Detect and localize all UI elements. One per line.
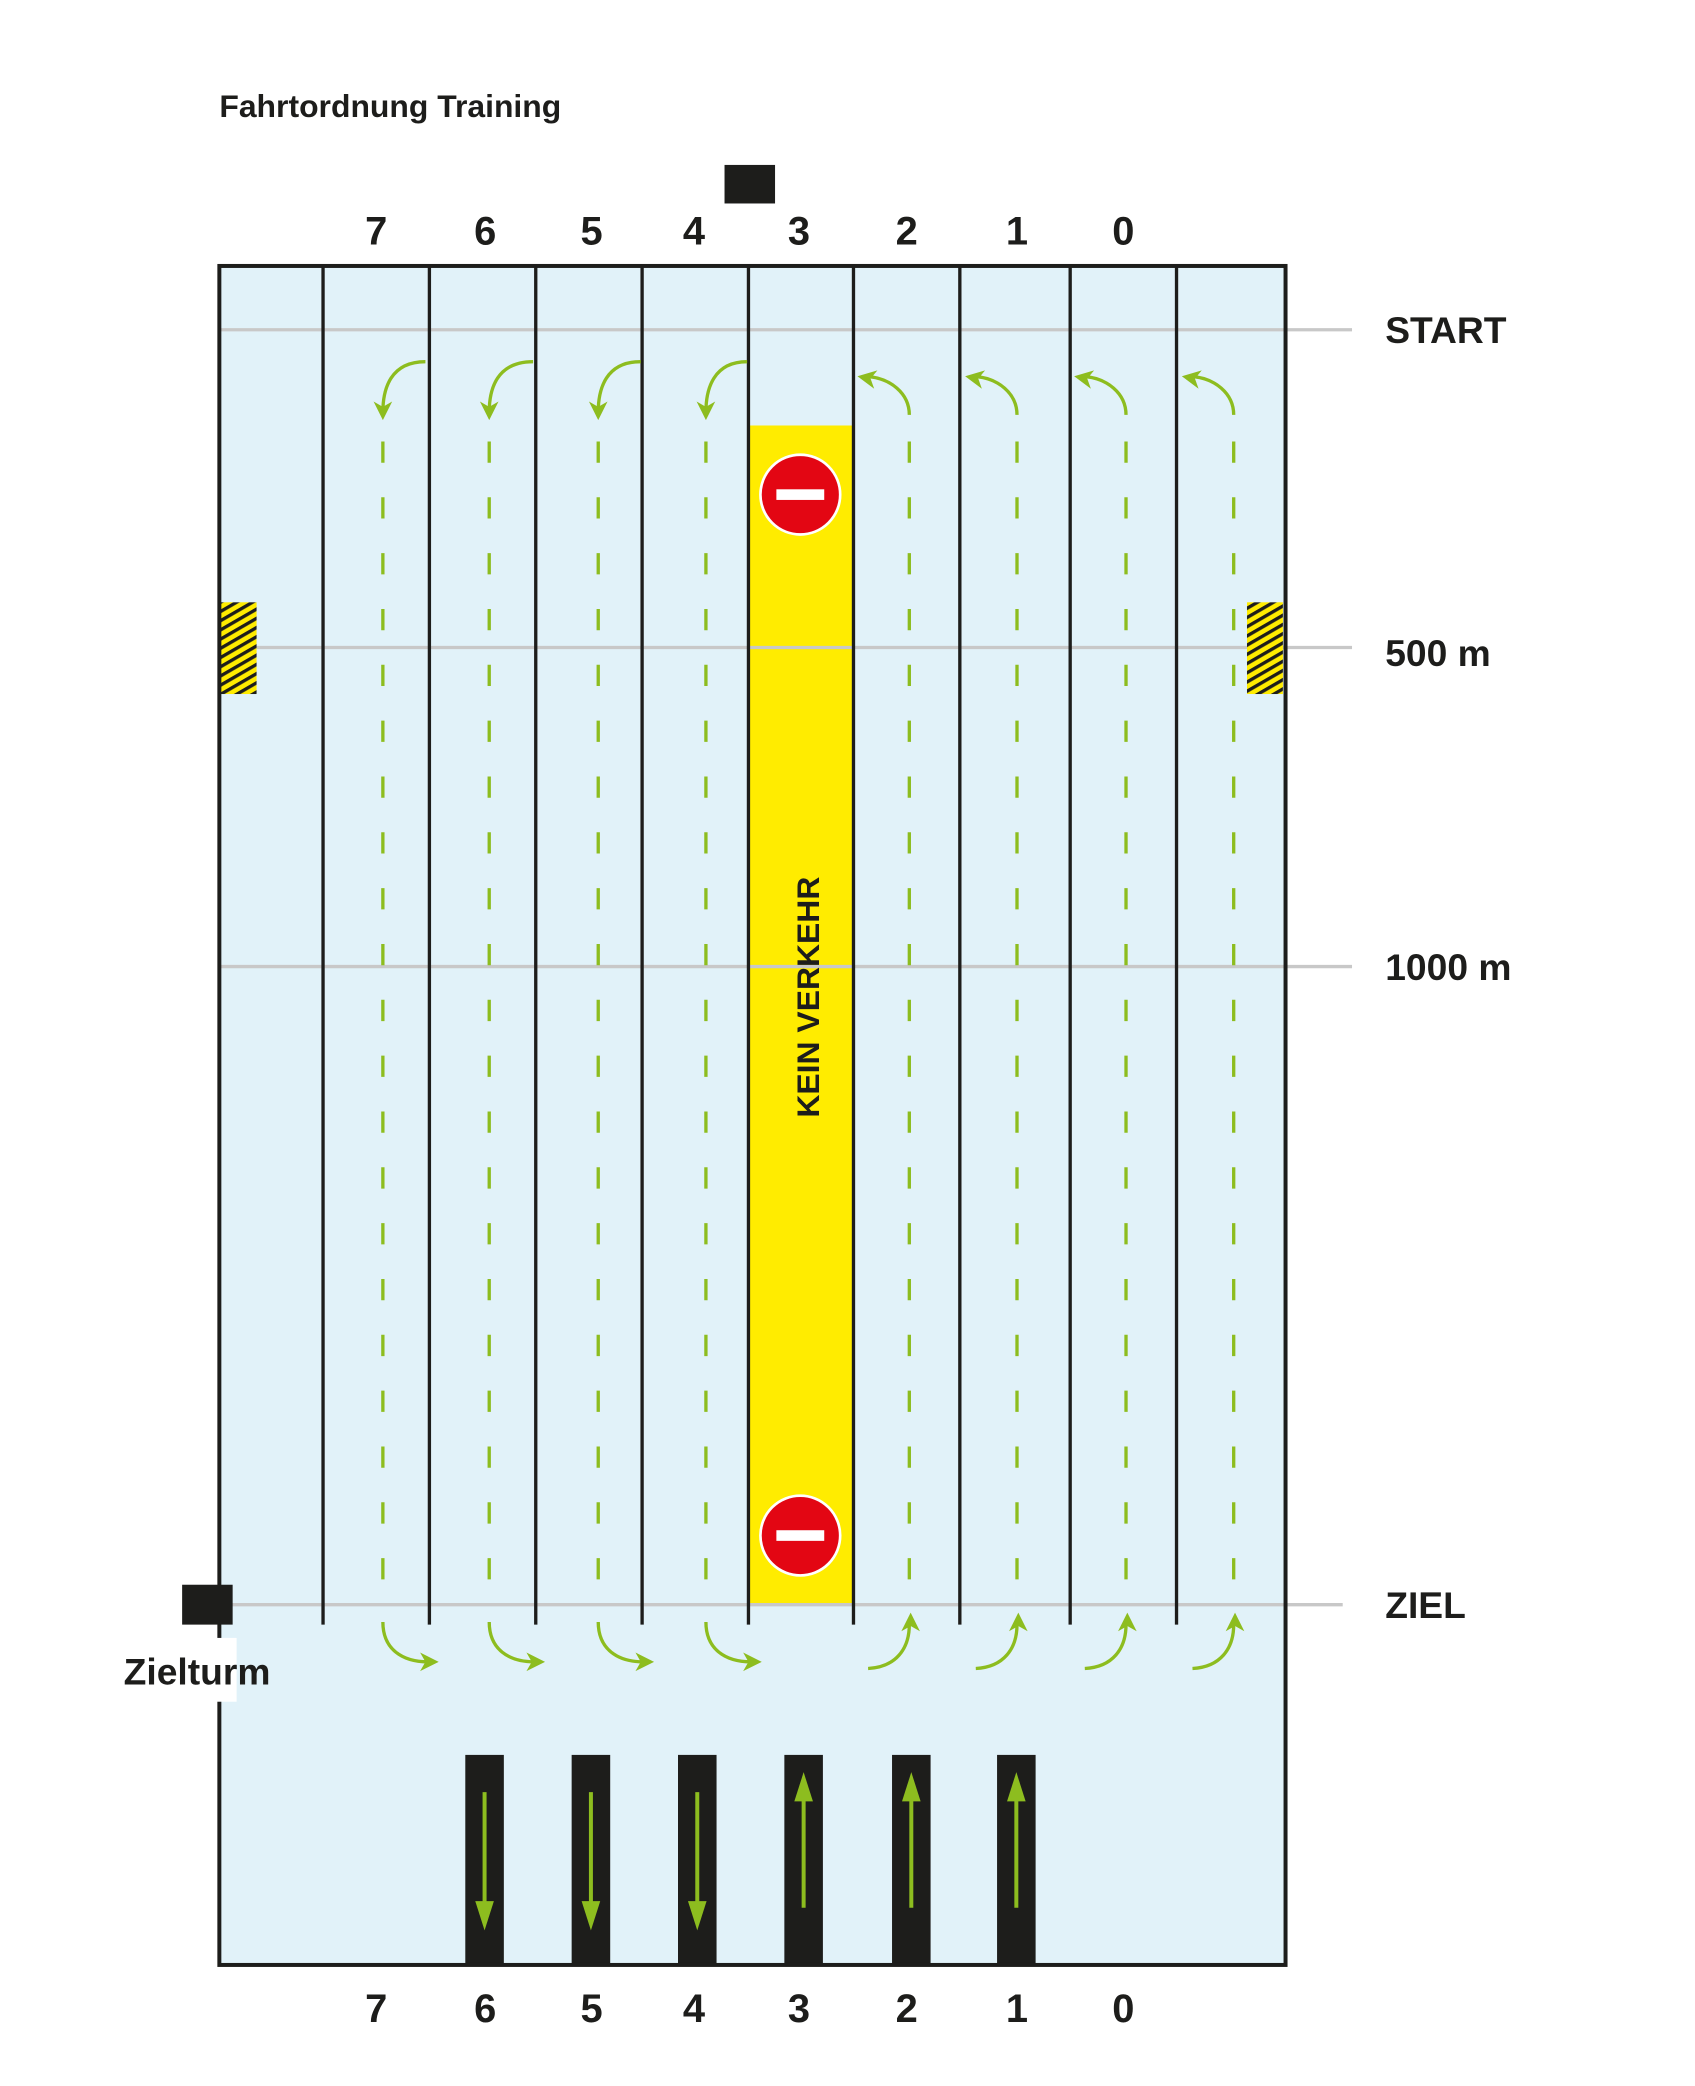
finish-label: ZIEL [1385, 1584, 1466, 1626]
buoy-marker-right [1246, 602, 1283, 695]
lane-label-bottom: 4 [683, 1987, 705, 2031]
arrowhead [1007, 1772, 1026, 1802]
closed-lane-label: KEIN VERKEHR [790, 877, 826, 1118]
lane-label-bottom: 6 [474, 1987, 496, 2031]
finish-tower-label: Zielturm [124, 1650, 271, 1692]
turn-arrow-start [865, 374, 911, 415]
arrowhead [1118, 1612, 1137, 1632]
lane-label-top: 0 [1112, 210, 1134, 254]
arrowhead [743, 1652, 762, 1672]
arrowhead [420, 1652, 439, 1672]
closed-lane [748, 425, 854, 1605]
arrowhead [902, 1772, 921, 1802]
arrowhead [1181, 370, 1202, 389]
arrowhead [857, 370, 878, 389]
pontoons [465, 1754, 1036, 1965]
lane-label-bottom: 1 [1006, 1987, 1028, 2031]
buoy-marker-left [220, 602, 257, 695]
turn-arrow-finish [487, 1621, 535, 1664]
course-frame [217, 263, 1288, 1967]
turn-arrow-start [381, 360, 426, 413]
1000m-label: 1000 m [1385, 946, 1511, 988]
arrowhead [687, 1901, 707, 1931]
arrowhead [588, 401, 608, 421]
distance-lines [219, 328, 1353, 1607]
lane-dividers [321, 265, 1179, 1625]
finish-tower [182, 1584, 233, 1625]
lane-label-bottom: 3 [788, 1987, 810, 2031]
turn-arrow-finish [1192, 1624, 1236, 1671]
turn-arrow-finish [1084, 1624, 1128, 1671]
turn-arrow-finish [596, 1621, 644, 1664]
turn-arrow-start [596, 360, 641, 413]
arrowhead [526, 1652, 546, 1672]
lane-label-top: 3 [788, 210, 810, 254]
arrowhead [635, 1652, 655, 1672]
lane-label-top: 6 [474, 210, 496, 254]
turn-arrow-finish [704, 1621, 752, 1664]
no-entry-sign-bottom [759, 1494, 842, 1577]
turn-arrow-start [973, 374, 1019, 415]
arrowhead [479, 401, 499, 421]
lane-label-top: 7 [365, 210, 387, 254]
turn-arrow-finish [867, 1624, 911, 1671]
lane-label-bottom: 5 [580, 1987, 602, 2031]
arrowhead [373, 401, 393, 421]
arrowhead [1074, 370, 1095, 389]
arrowhead [475, 1901, 494, 1931]
arrowhead [794, 1772, 813, 1802]
lane-labels-bottom: 7 6 5 4 3 2 1 0 [365, 1987, 1134, 2031]
arrowhead [696, 401, 716, 421]
arrowhead [901, 1612, 920, 1632]
arrowhead [581, 1901, 601, 1931]
lane-label-bottom: 0 [1112, 1987, 1134, 2031]
lane-center-dashes [381, 441, 1236, 1585]
lane-label-bottom: 7 [365, 1987, 387, 2031]
turn-arrow-start [1189, 374, 1236, 415]
turn-arrow-start [1082, 374, 1128, 415]
turn-arrow-start [704, 360, 748, 413]
turn-arrow-finish [975, 1624, 1019, 1671]
no-entry-sign-top [759, 453, 842, 536]
lane-label-top: 5 [580, 210, 602, 254]
turn-arrow-start [487, 360, 534, 413]
lane-labels-top: 7 6 5 4 3 2 1 0 [365, 210, 1134, 254]
turn-arrows [373, 360, 1245, 1672]
finish-tower-label-bg [119, 1637, 237, 1702]
arrowhead [1225, 1612, 1245, 1632]
lane-label-top: 1 [1006, 210, 1028, 254]
diagram-title: Fahrtordnung Training [219, 88, 561, 124]
lane-label-top: 2 [896, 210, 918, 254]
start-label: START [1385, 309, 1507, 351]
arrowhead [1009, 1612, 1028, 1632]
turn-arrow-finish [381, 1621, 429, 1664]
arrowhead [965, 370, 986, 389]
lane-label-bottom: 2 [896, 1987, 918, 2031]
500m-label: 500 m [1385, 632, 1491, 674]
start-tower [724, 164, 776, 204]
lane-label-top: 4 [683, 210, 705, 254]
